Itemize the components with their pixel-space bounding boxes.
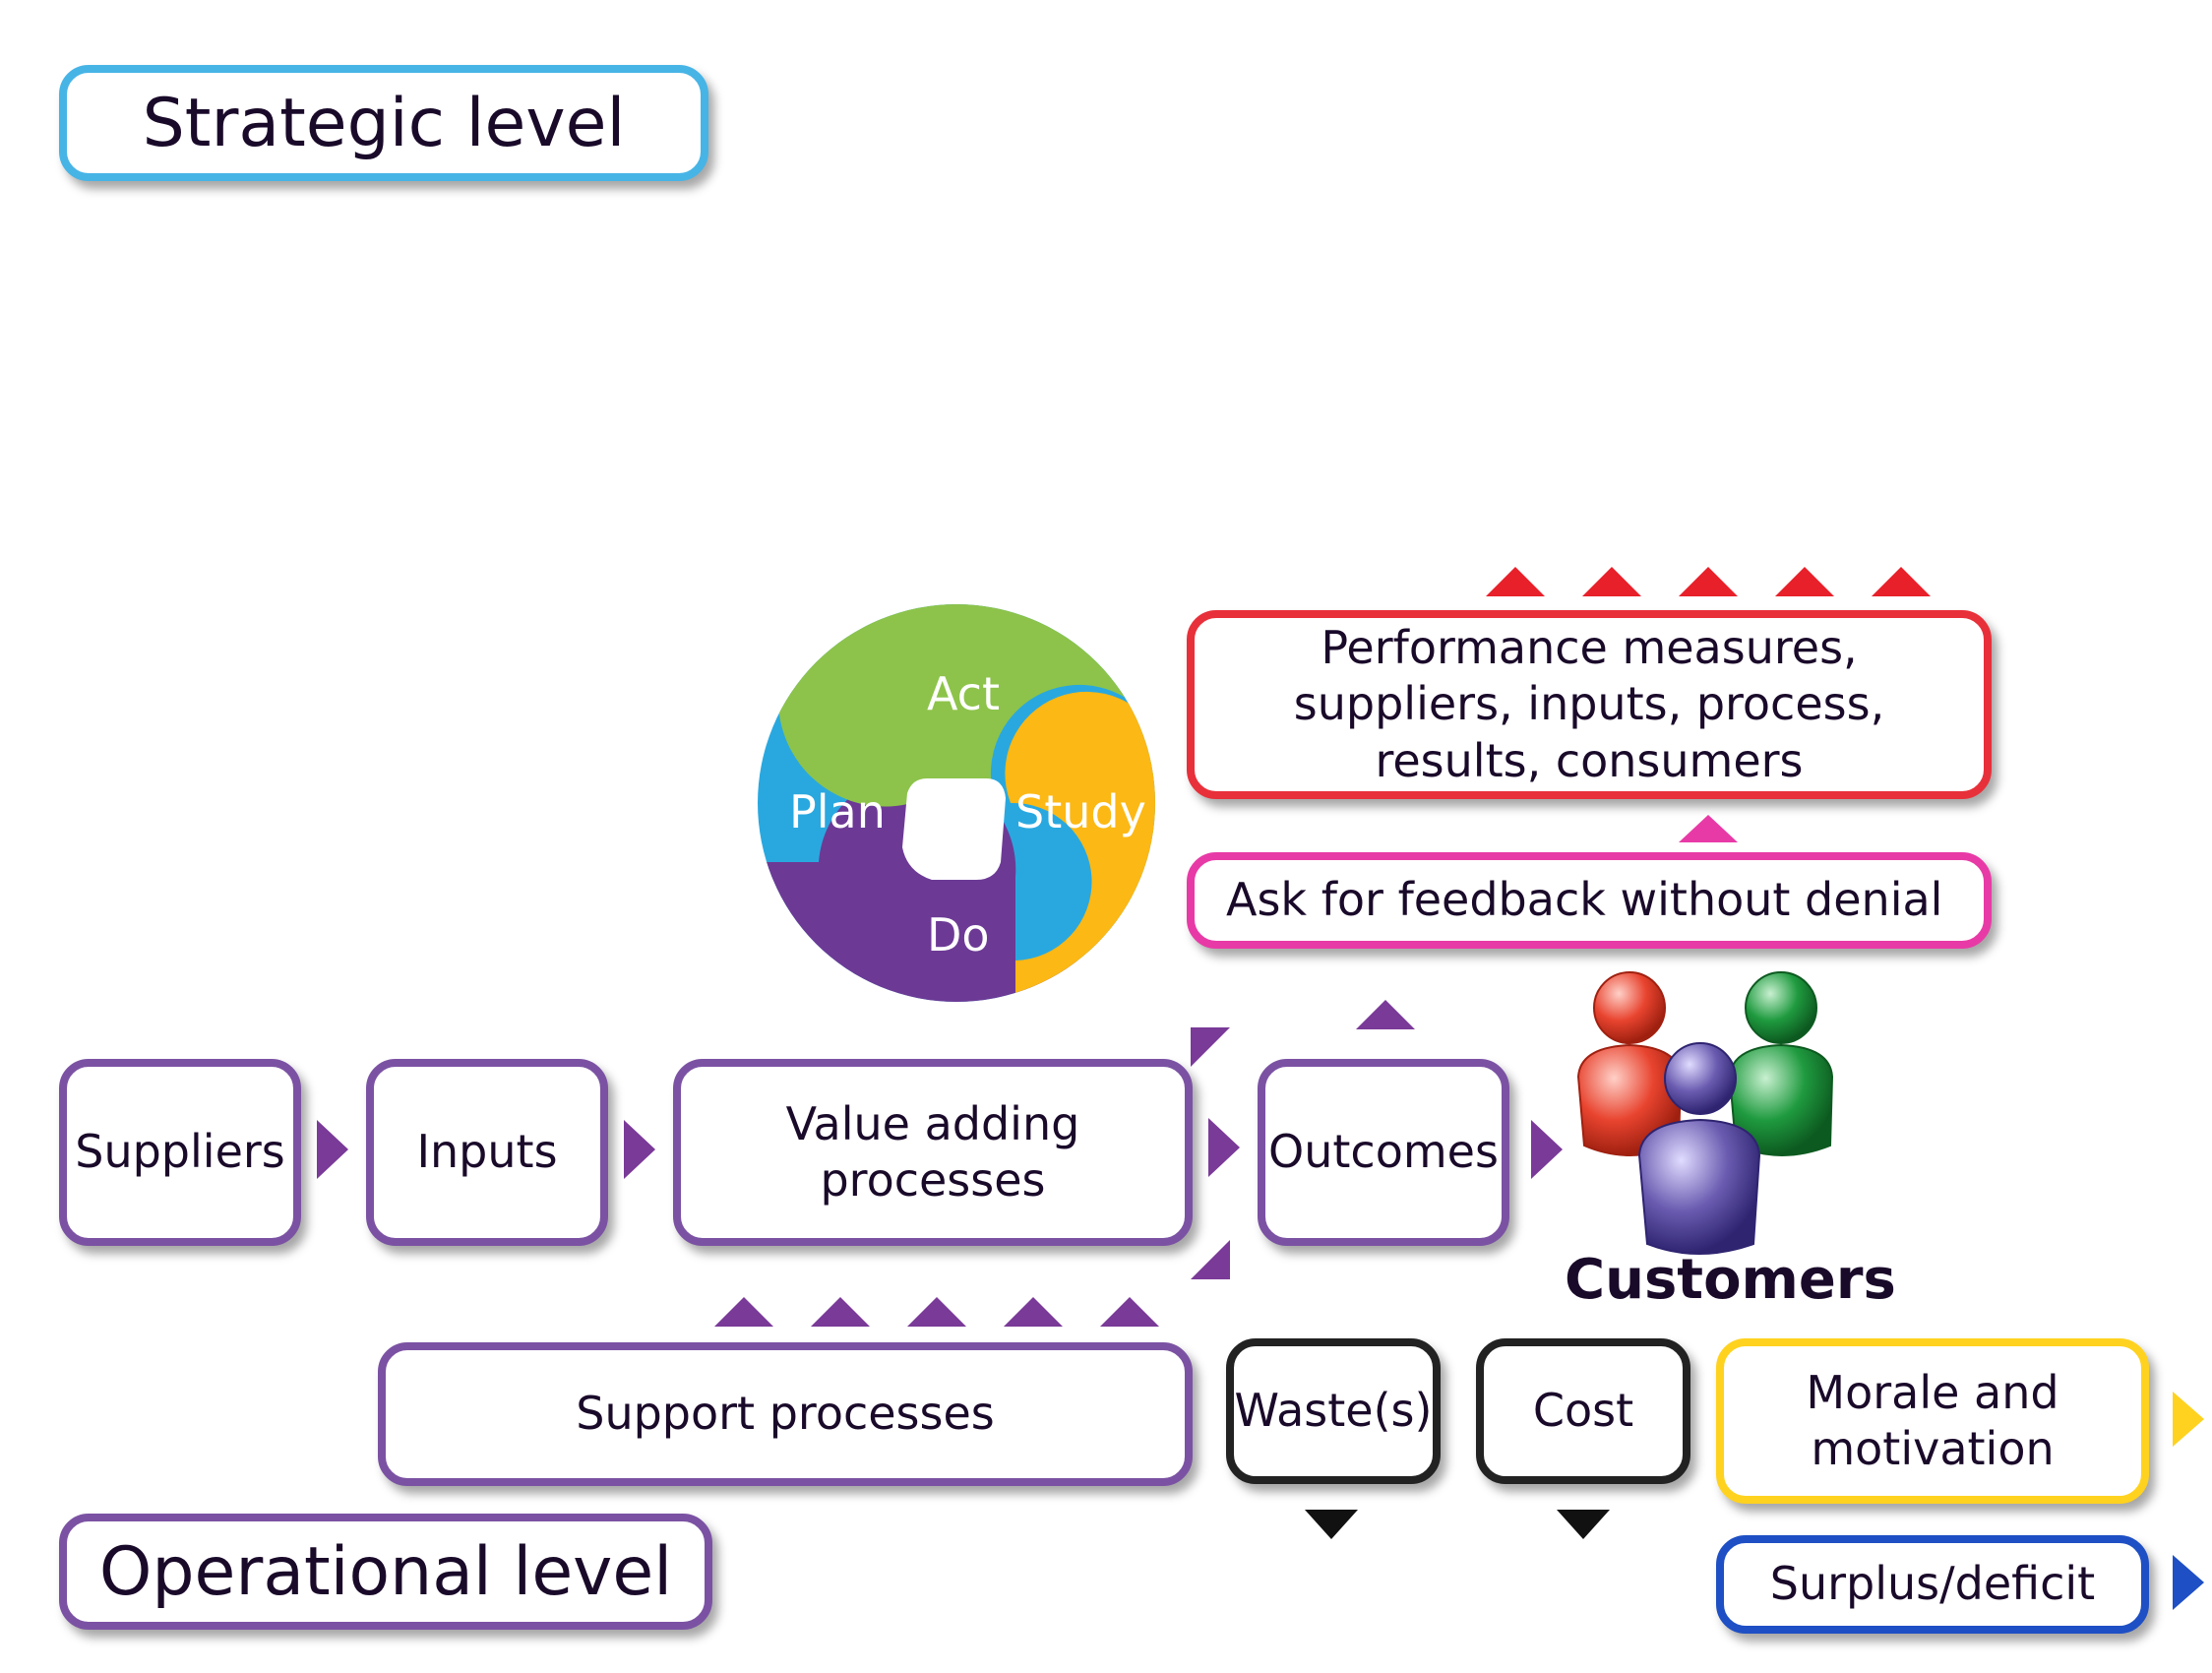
- value-adding-text: Value adding processes: [785, 1096, 1080, 1208]
- up-arrow-support-4: [1004, 1297, 1063, 1327]
- arrow-value-outcomes: [1208, 1118, 1240, 1177]
- up-arrow-support-2: [811, 1297, 870, 1327]
- down-arrow-waste: [1305, 1510, 1358, 1539]
- corner-arrow-bottom: [1191, 1240, 1230, 1279]
- customers-label: Customers: [1565, 1248, 1896, 1312]
- ask-feedback-box: Ask for feedback without denial: [1187, 852, 1992, 949]
- arrow-suppliers-inputs: [317, 1120, 348, 1179]
- up-arrow-support-3: [907, 1297, 966, 1327]
- up-arrow-red-2: [1582, 567, 1641, 596]
- do-label: Do: [927, 908, 990, 961]
- arrow-outcomes-customers: [1531, 1120, 1563, 1179]
- act-segment: [777, 604, 1155, 807]
- customers-icon: [1576, 971, 1834, 1255]
- inputs-text: Inputs: [416, 1125, 558, 1179]
- arrow-inputs-value: [624, 1120, 655, 1179]
- operational-level-text: Operational level: [98, 1532, 673, 1611]
- performance-measures-box: Performance measures, suppliers, inputs,…: [1187, 610, 1992, 799]
- up-arrow-red-1: [1486, 567, 1545, 596]
- right-arrow-morale: [2173, 1392, 2204, 1447]
- down-arrow-cost: [1557, 1510, 1610, 1539]
- morale-text: Morale and motivation: [1806, 1365, 2059, 1476]
- corner-arrow-top: [1191, 1027, 1230, 1067]
- ask-feedback-text: Ask for feedback without denial: [1226, 873, 1943, 927]
- up-arrow-red-4: [1775, 567, 1834, 596]
- up-arrow-pink: [1679, 815, 1738, 842]
- up-arrow-red-5: [1872, 567, 1931, 596]
- surplus-text: Surplus/deficit: [1769, 1557, 2096, 1611]
- up-arrow-outcomes: [1356, 1000, 1415, 1029]
- support-processes-text: Support processes: [576, 1387, 995, 1441]
- support-processes-box: Support processes: [378, 1342, 1193, 1486]
- inputs-box: Inputs: [366, 1059, 608, 1246]
- do-segment: [758, 771, 1155, 1002]
- strategic-level-text: Strategic level: [142, 84, 626, 162]
- up-arrow-support-1: [714, 1297, 773, 1327]
- right-arrow-surplus: [2173, 1555, 2204, 1610]
- strategic-level-label: Strategic level: [59, 65, 708, 181]
- customer-purple: [1637, 1042, 1761, 1255]
- value-adding-box: Value adding processes: [673, 1059, 1193, 1246]
- surplus-box: Surplus/deficit: [1716, 1535, 2149, 1634]
- up-arrow-red-3: [1679, 567, 1738, 596]
- plan-label: Plan: [789, 785, 886, 838]
- waste-text: Waste(s): [1234, 1384, 1433, 1438]
- outcomes-text: Outcomes: [1268, 1125, 1499, 1179]
- customer-red: [1576, 971, 1683, 1156]
- suppliers-text: Suppliers: [75, 1125, 285, 1179]
- operational-level-label: Operational level: [59, 1514, 712, 1630]
- suppliers-box: Suppliers: [59, 1059, 301, 1246]
- cost-box: Cost: [1476, 1338, 1690, 1484]
- morale-box: Morale and motivation: [1716, 1338, 2149, 1504]
- outcomes-box: Outcomes: [1258, 1059, 1509, 1246]
- pdsa-center: [902, 778, 1006, 880]
- act-label: Act: [927, 667, 1000, 720]
- up-arrow-support-5: [1100, 1297, 1159, 1327]
- waste-box: Waste(s): [1226, 1338, 1441, 1484]
- study-label: Study: [1015, 785, 1146, 838]
- performance-measures-text: Performance measures, suppliers, inputs,…: [1293, 620, 1885, 787]
- customer-green: [1728, 971, 1834, 1156]
- pdsa-cycle: Act Plan Study Do: [758, 604, 1155, 1002]
- cost-text: Cost: [1532, 1384, 1634, 1438]
